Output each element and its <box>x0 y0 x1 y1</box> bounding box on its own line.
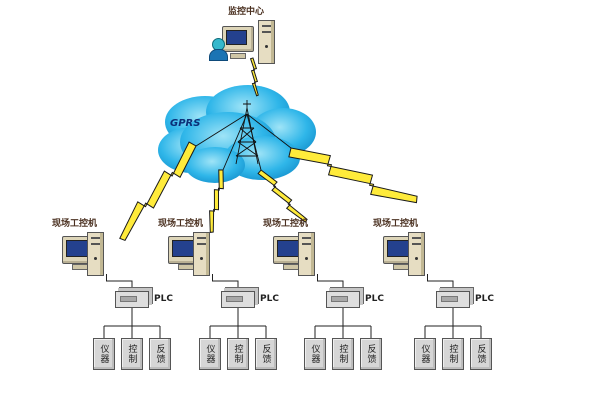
plc-box <box>115 291 149 308</box>
device-box-instrument: 仪器 <box>93 338 115 370</box>
device-box-control: 控制 <box>442 338 464 370</box>
monitoring-center-label: 监控中心 <box>228 7 265 17</box>
device-box-feedback: 反馈 <box>255 338 277 370</box>
device-box-instrument: 仪器 <box>304 338 326 370</box>
device-box-feedback: 反馈 <box>360 338 382 370</box>
drive-slot <box>91 243 100 245</box>
drive-slot <box>91 237 100 239</box>
cloud-label: GPRS <box>170 118 201 129</box>
station-monitor-stand <box>178 264 194 270</box>
power-button <box>265 45 268 48</box>
drive-slot <box>302 243 311 245</box>
hq-tower-case <box>258 20 275 64</box>
station-monitor-stand <box>393 264 409 270</box>
power-button <box>200 257 203 260</box>
operator-body-icon <box>209 49 228 61</box>
plc-label: PLC <box>154 294 173 304</box>
drive-slot <box>262 25 271 27</box>
device-box-control: 控制 <box>121 338 143 370</box>
device-box-feedback: 反馈 <box>149 338 171 370</box>
station-tower-case <box>87 232 104 276</box>
station-tower-case <box>408 232 425 276</box>
power-button <box>415 257 418 260</box>
station-label: 现场工控机 <box>263 219 309 229</box>
drive-slot <box>262 31 271 33</box>
hq-screen <box>226 30 247 45</box>
hq-monitor-stand <box>230 53 246 59</box>
plc-box <box>326 291 360 308</box>
station-label: 现场工控机 <box>52 219 98 229</box>
power-button <box>94 257 97 260</box>
device-box-control: 控制 <box>332 338 354 370</box>
hq-monitor <box>222 26 254 52</box>
drive-slot <box>302 237 311 239</box>
device-box-instrument: 仪器 <box>199 338 221 370</box>
plc-label: PLC <box>475 294 494 304</box>
plc-label: PLC <box>365 294 384 304</box>
field-station-3: 现场工控机 PLC 仪器 控制 反馈 <box>261 216 401 376</box>
radio-tower <box>195 100 292 171</box>
station-monitor-stand <box>283 264 299 270</box>
field-station-4: 现场工控机 PLC 仪器 控制 反馈 <box>371 216 511 376</box>
drive-slot <box>412 237 421 239</box>
power-button <box>305 257 308 260</box>
drive-slot <box>412 243 421 245</box>
drive-slot <box>197 237 206 239</box>
plc-label: PLC <box>260 294 279 304</box>
device-box-feedback: 反馈 <box>470 338 492 370</box>
plc-box <box>221 291 255 308</box>
monitoring-center: 监控中心 <box>209 4 290 74</box>
drive-slot <box>197 243 206 245</box>
field-station-2: 现场工控机 PLC 仪器 控制 反馈 <box>156 216 296 376</box>
station-monitor-stand <box>72 264 88 270</box>
device-box-instrument: 仪器 <box>414 338 436 370</box>
station-wiring <box>103 274 482 338</box>
station-tower-case <box>298 232 315 276</box>
field-station-1: 现场工控机 PLC 仪器 控制 反馈 <box>50 216 190 376</box>
station-tower-case <box>193 232 210 276</box>
device-box-control: 控制 <box>227 338 249 370</box>
station-label: 现场工控机 <box>158 219 204 229</box>
station-label: 现场工控机 <box>373 219 419 229</box>
plc-box <box>436 291 470 308</box>
